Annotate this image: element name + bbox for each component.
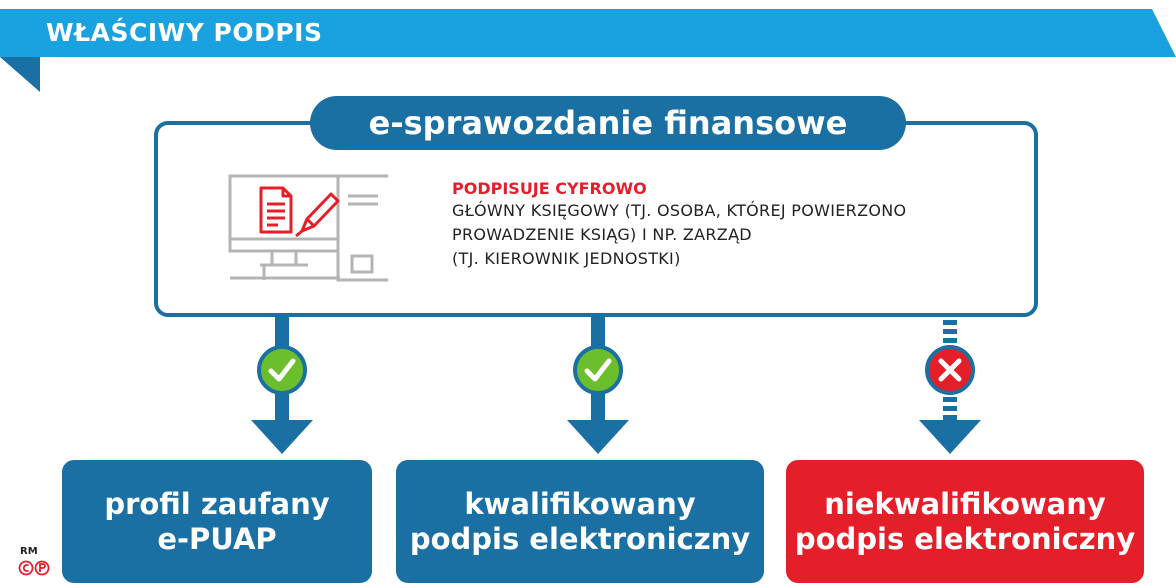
- option-label: niekwalifikowany: [824, 486, 1106, 521]
- main-title: e-sprawozdanie finansowe: [310, 96, 906, 150]
- cross-icon: [925, 345, 975, 395]
- banner-shape: [0, 9, 1176, 92]
- signer-info: PODPISUJE CYFROWO GŁÓWNY KSIĘGOWY (TJ. O…: [452, 179, 906, 271]
- option-niekwalifikowany: niekwalifikowany podpis elektroniczny: [786, 460, 1144, 583]
- banner-title: WŁAŚCIWY PODPIS: [46, 18, 323, 47]
- check-icon: [573, 345, 623, 395]
- computer-document-pen-icon: [228, 174, 388, 282]
- signer-line: PROWADZENIE KSIĄG) I NP. ZARZĄD: [452, 225, 752, 244]
- option-label: kwalifikowany: [464, 486, 696, 521]
- signer-line: GŁÓWNY KSIĘGOWY (TJ. OSOBA, KTÓREJ POWIE…: [452, 201, 907, 220]
- option-label: e-PUAP: [157, 521, 277, 556]
- signer-line: (TJ. KIEROWNIK JEDNOSTKI): [452, 249, 681, 268]
- signer-heading: PODPISUJE CYFROWO: [452, 179, 647, 198]
- option-profil-zaufany: profil zaufany e-PUAP: [62, 460, 372, 583]
- option-kwalifikowany: kwalifikowany podpis elektroniczny: [396, 460, 764, 583]
- check-icon: [257, 345, 307, 395]
- option-label: podpis elektroniczny: [409, 521, 751, 556]
- option-label: profil zaufany: [104, 486, 330, 521]
- author-initials: RM: [20, 546, 38, 557]
- copyright-icon: [18, 560, 50, 576]
- option-label: podpis elektroniczny: [794, 521, 1136, 556]
